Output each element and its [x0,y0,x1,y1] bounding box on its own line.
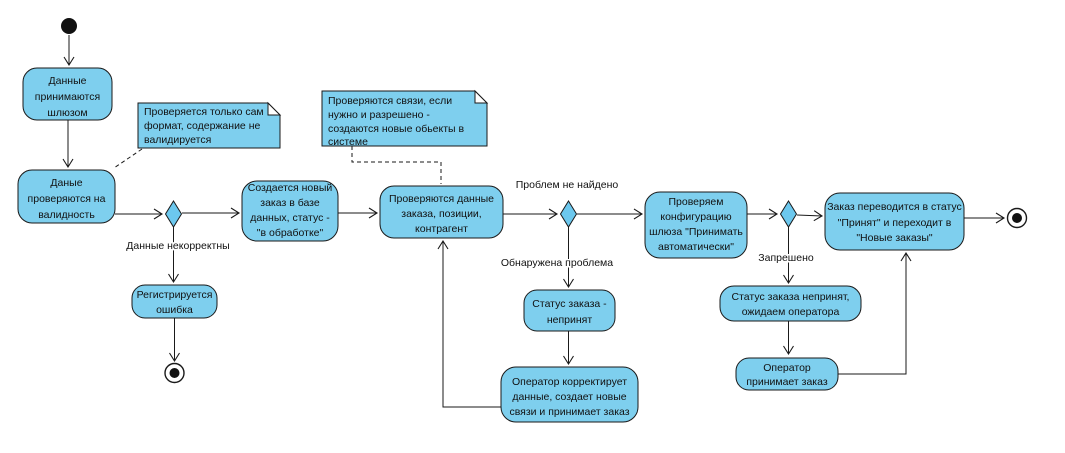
edge-operator-accepts-to-order-accepted [838,251,912,375]
final-inner-circle [1012,213,1022,223]
edge-operator-fixes-to-check-data [437,239,501,408]
activity-label: Проверяем [669,196,724,208]
activity-check-gateway-config: Проверяем конфигурацию шлюза "Принимать … [644,191,748,259]
activity-label: Создается новый [248,182,333,194]
activity-shape [735,357,839,391]
activity-shape [719,285,862,322]
note-fold-corner-icon [474,89,489,104]
activity-shape [523,289,616,332]
edge-label-no-problems: Проблем не найдено [516,179,619,191]
edge-label-invalid-data: Данные некорректны [126,240,229,252]
activity-shape [379,185,504,239]
start-circle [61,18,77,34]
decision-problems-found [559,200,578,228]
activity-label: принимаются [35,91,100,103]
activity-shape [824,192,965,251]
activity-register-error: Регистрируется ошибка [131,284,218,319]
activity-label: автоматически" [658,241,734,253]
note-text: создаются новые обьекты в [328,123,464,135]
activity-label: проверяются на [28,193,106,205]
activity-shape [644,191,748,259]
activity-receive-data: Данные принимаются шлюзом [22,67,113,121]
decision-auto-accept [779,200,798,228]
activity-label: Проверяются данные [389,193,494,205]
activity-label: данных, статус - [250,212,330,224]
activity-label: Оператор корректирует [512,376,627,388]
note-text: Проверяются связи, если [328,95,452,107]
note-text: Проверяется только сам [144,106,264,118]
final-node-error [164,362,185,384]
activity-label: связи и принимает заказ [509,406,629,418]
note-format-only: Проверяется только сам формат, содержани… [137,101,282,149]
flow-edges [62,35,1006,408]
activity-label: "Принят" и переходит в [838,217,952,229]
activity-label: Заказ переводится в статус [827,201,962,213]
activity-validate-data: Даные проверяются на валидность [17,169,116,224]
activity-shape [22,67,113,121]
note-fold-corner-icon [267,101,282,116]
note-text: формат, содержание не [144,120,260,132]
activity-status-waiting-operator: Статус заказа непринят, ожидаем оператор… [719,285,862,322]
activity-label: заказа, позиции, [401,208,481,220]
activity-label: Регистрируется [137,289,213,301]
activity-label: ожидаем оператора [742,306,840,318]
activity-label: шлюза "Принимать [649,226,743,238]
start-node [61,18,77,34]
activity-label: Оператор [763,362,811,374]
activity-order-accepted: Заказ переводится в статус "Принят" и пе… [824,192,965,251]
activity-label: Статус заказа - [532,298,607,310]
note-shape [137,102,281,149]
connector-links-note [351,146,442,184]
activity-create-order: Создается новый заказ в базе данных, ста… [241,180,339,242]
activity-label: ошибка [156,304,193,316]
activity-shape [131,284,218,319]
note-text: системе [328,136,368,148]
activity-label: Даные [50,177,82,189]
note-shape [321,90,488,147]
note-text: валидируется [144,134,211,146]
activity-label: Статус заказа непринят, [732,291,850,303]
activity-label: данные, создает новые [512,391,626,403]
note-connectors [113,146,442,184]
activity-shape [241,180,339,242]
activity-label: непринят [547,314,593,326]
note-check-links: Проверяются связи, если нужно и разрешен… [321,89,489,148]
activity-shape [500,366,639,423]
activity-label: заказ в базе [260,197,320,209]
edge-label-problem-found: Обнаружена проблема [501,257,613,269]
activity-label: валидность [38,209,95,221]
activity-label: "Новые заказы" [856,232,933,244]
note-text: нужно и разрешено - [328,109,430,121]
edge-decision3-to-order-accepted [796,210,824,222]
activity-label: "в обработке" [257,227,324,239]
activity-shape [17,169,116,224]
edge-label-forbidden: Запрешено [758,252,814,264]
decision-data-valid [164,200,183,228]
activity-label: Данные [49,75,87,87]
connector-format-note [113,148,143,169]
activity-label: принимает заказ [746,376,828,388]
activity-label: конфигурацию [660,211,731,223]
activity-operator-fixes: Оператор корректирует данные, создает но… [500,366,639,423]
final-node-success [1006,207,1028,229]
activity-status-rejected: Статус заказа - непринят [523,289,616,332]
activity-label: контрагент [415,223,468,235]
activity-label: шлюзом [47,107,87,119]
activity-operator-accepts: Оператор принимает заказ [735,357,839,391]
activity-check-order-data: Проверяются данные заказа, позиции, конт… [379,185,504,239]
final-inner-circle [169,368,180,378]
